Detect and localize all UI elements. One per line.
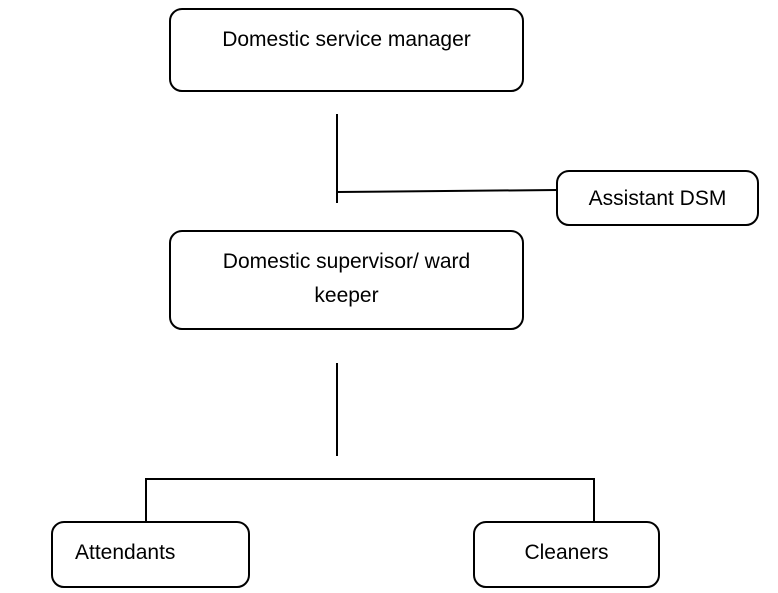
connector-to-assistant bbox=[336, 189, 558, 193]
node-attendants: Attendants bbox=[51, 521, 250, 588]
node-domestic-supervisor: Domestic supervisor/ ward keeper bbox=[169, 230, 524, 330]
node-label: Attendants bbox=[75, 541, 176, 564]
node-cleaners: Cleaners bbox=[473, 521, 660, 588]
node-assistant-dsm: Assistant DSM bbox=[556, 170, 759, 226]
node-domestic-service-manager: Domestic service manager bbox=[169, 8, 524, 92]
node-label: Cleaners bbox=[524, 541, 609, 564]
node-label: Assistant DSM bbox=[588, 187, 727, 210]
node-label-line-2: keeper bbox=[314, 284, 379, 307]
node-label-line-1: Domestic supervisor/ ward bbox=[222, 250, 471, 273]
node-label: Domestic service manager bbox=[222, 28, 471, 51]
